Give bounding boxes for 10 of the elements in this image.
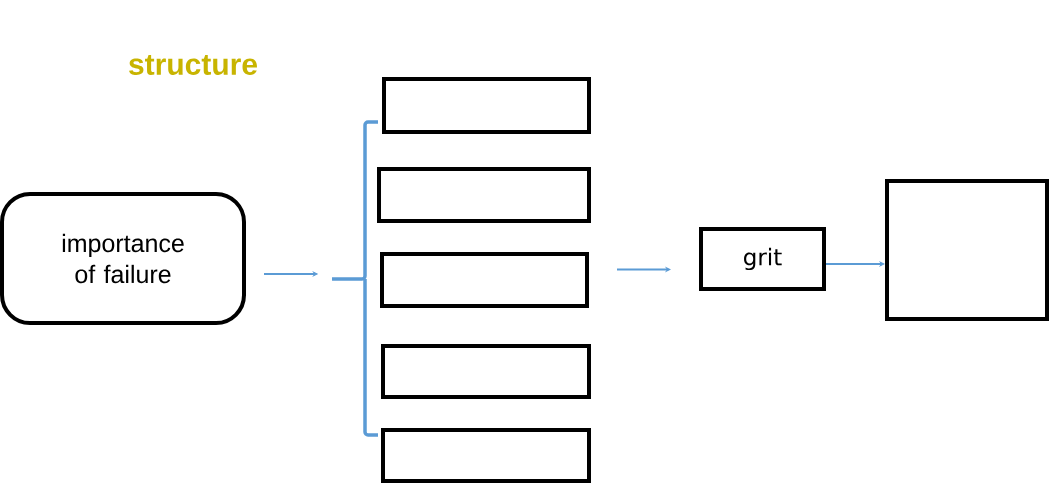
empty-box [381, 428, 591, 483]
empty-box [380, 252, 589, 308]
rounded-box: importance of failure [0, 192, 246, 325]
empty-box [382, 77, 591, 134]
text-box: grit [699, 227, 826, 291]
bracket [330, 120, 380, 437]
empty-box [381, 344, 591, 399]
empty-box [377, 167, 591, 223]
empty-box [885, 179, 1049, 321]
title: structure [129, 55, 257, 75]
